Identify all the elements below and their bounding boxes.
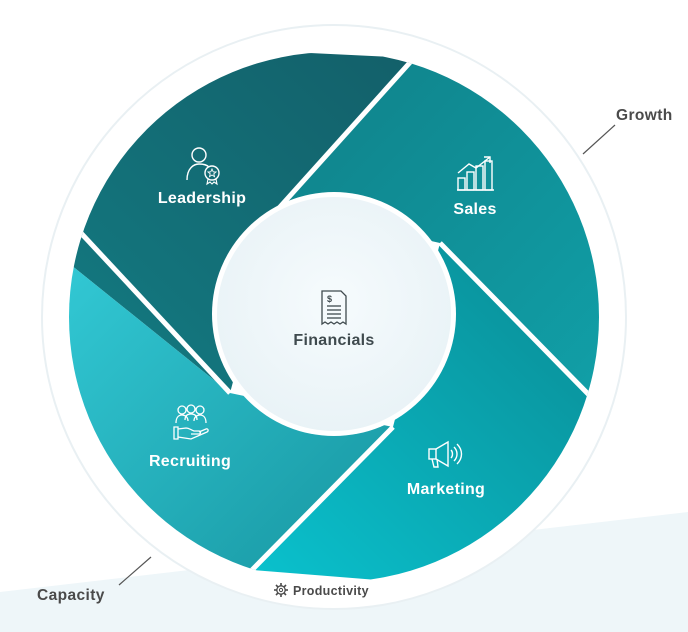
separator-line [438,241,594,400]
svg-text:$: $ [327,294,332,304]
segment-label-sales: Sales [453,201,496,218]
segment-label-marketing: Marketing [407,481,485,498]
bar-chart-growth-icon [457,156,494,191]
people-hand-icon [173,404,209,440]
separator-line [78,230,232,395]
capacity-pointer-line [118,556,152,586]
productivity-label: Productivity [293,584,369,598]
person-award-icon [186,147,220,186]
growth-label: Growth [616,107,673,124]
segment-label-recruiting: Recruiting [149,453,231,470]
gear-icon [274,583,288,597]
megaphone-icon [428,440,463,468]
capacity-label: Capacity [37,587,105,604]
segment-label-leadership: Leadership [158,190,246,207]
separator-line [268,56,416,220]
center-label: Financials [293,332,374,349]
separator-line [250,425,395,572]
document-dollar-icon: $ [321,290,347,326]
growth-pointer-line [582,124,616,155]
